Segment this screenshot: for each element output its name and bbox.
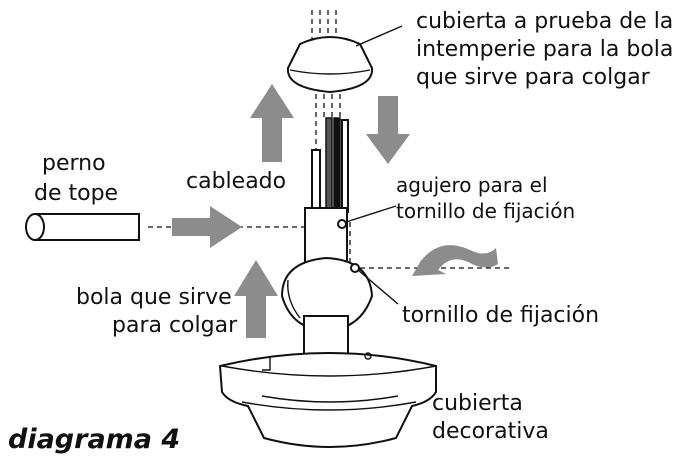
- rotate-arrow: [412, 245, 498, 276]
- wiring-bundle: [311, 117, 349, 213]
- label-wiring: cableado: [186, 169, 286, 194]
- up-arrow-hanger-ball: [234, 260, 278, 338]
- up-arrow-wiring: [250, 84, 294, 162]
- label-set-screw-hole-2: tornillo de fijación: [396, 199, 575, 223]
- leader-weatherproof-cover: [355, 25, 403, 47]
- weatherproof-cover: [286, 36, 374, 94]
- leader-set-screw: [357, 269, 399, 305]
- label-hanger-ball-2: para colgar: [112, 313, 238, 338]
- stop-pin: [25, 213, 140, 241]
- set-screw-hole: [337, 219, 347, 229]
- label-decorative-cover-1: cubierta: [432, 391, 523, 416]
- label-stop-pin-2: de tope: [34, 181, 118, 206]
- label-weatherproof-cover-1: cubierta a prueba de la: [416, 9, 673, 34]
- decorative-cover: [218, 352, 437, 448]
- label-hanger-ball-1: bola que sirve: [76, 285, 232, 310]
- label-set-screw: tornillo de fijación: [402, 303, 599, 328]
- leader-set-screw-hole: [345, 205, 397, 223]
- label-weatherproof-cover-2: intemperie para la bola: [416, 37, 673, 62]
- set-screw: [350, 263, 360, 273]
- label-decorative-cover-2: decorativa: [432, 419, 549, 444]
- lower-stem: [303, 315, 349, 359]
- label-set-screw-hole-1: agujero para el: [396, 173, 548, 197]
- down-arrow-cover: [366, 96, 410, 164]
- label-stop-pin-1: perno: [42, 151, 106, 176]
- diagram-title: diagrama 4: [8, 424, 180, 455]
- right-arrow-stop-pin: [172, 206, 242, 248]
- label-weatherproof-cover-3: que sirve para colgar: [416, 65, 651, 90]
